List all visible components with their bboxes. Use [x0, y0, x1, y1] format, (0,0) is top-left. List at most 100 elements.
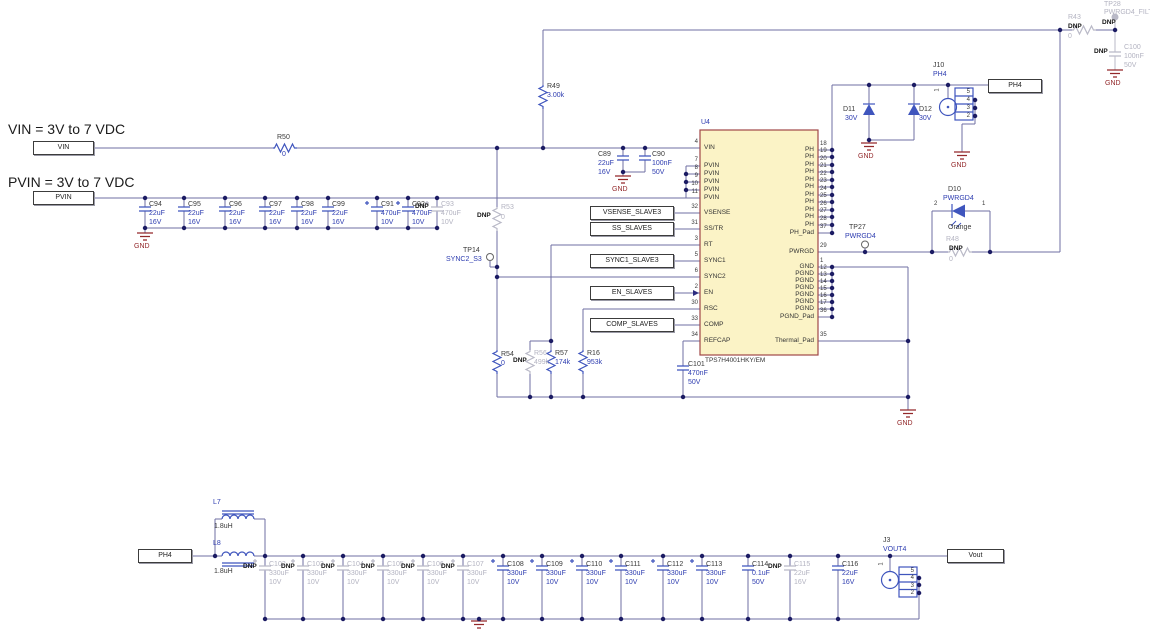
pin-name: PGND — [795, 284, 814, 291]
val-C90: 100nF — [652, 160, 672, 167]
volt-C104: 10V — [347, 579, 360, 586]
port-en-slaves: EN_SLAVES — [590, 286, 674, 300]
dnp-TP28: DNP — [1102, 19, 1116, 26]
val-C114: 0.1uF — [752, 570, 770, 577]
pin-name: RT — [704, 241, 713, 248]
pin-name: GND — [799, 263, 814, 270]
val-C91: 470uF — [381, 210, 401, 217]
net-flag-vin: VIN — [33, 141, 94, 155]
volt-C114: 50V — [752, 579, 765, 586]
pin-num: 9 — [694, 173, 698, 179]
gnd-label: GND — [612, 186, 628, 193]
val-C93: 470uF — [441, 210, 461, 217]
dnp-symbols — [252, 25, 1122, 571]
pin-num: 23 — [820, 178, 827, 184]
volt-C97: 16V — [269, 219, 282, 226]
ref-L8: L8 — [213, 540, 221, 547]
pin-name: PGND — [795, 305, 814, 312]
val-C98: 22uF — [301, 210, 317, 217]
ref-C99: C99 — [332, 201, 345, 208]
volt-C91: 10V — [381, 219, 394, 226]
ref-TP28: TP28 — [1104, 1, 1121, 8]
volt-C90: 50V — [652, 169, 665, 176]
pin-J3-5: 5 — [910, 568, 914, 574]
pin-num: 37 — [820, 224, 827, 230]
net-TP28: PWRGD4_FILT — [1104, 9, 1150, 16]
resistor-R56-symbol — [525, 349, 535, 375]
pin-num: 7 — [694, 157, 698, 163]
port-sync1-slave3: SYNC1_SLAVE3 — [590, 254, 674, 268]
ref-C112: C112 — [667, 561, 684, 568]
val-C111: 330uF — [625, 570, 645, 577]
volt-C110: 10V — [586, 579, 599, 586]
pin-J10-2: 2 — [966, 113, 970, 119]
pin-num: 24 — [820, 186, 827, 192]
val-R56: 499k — [534, 359, 550, 366]
val-R57: 174k — [555, 359, 571, 366]
val-C92: 470uF — [412, 210, 432, 217]
pin-J3-4: 4 — [910, 575, 914, 581]
pin-name: PGND_Pad — [780, 313, 814, 320]
pin-num: 16 — [820, 293, 827, 299]
resistor-R54-symbol — [492, 349, 502, 375]
pin-name: PH — [804, 198, 814, 205]
dnp-C104: DNP — [321, 563, 335, 570]
ref-R57: R57 — [555, 350, 568, 357]
pin-num: 27 — [820, 208, 827, 214]
pin-num: 1 — [820, 258, 824, 264]
ref-J10: J10 — [933, 62, 945, 69]
testpoint-TP14-icon — [486, 253, 494, 261]
volt-C116: 16V — [842, 579, 855, 586]
pin-num: 22 — [820, 171, 827, 177]
ref-C103: C103 — [307, 561, 324, 568]
pin-name: PGND — [795, 298, 814, 305]
ref-C102: C102 — [269, 561, 286, 568]
pin-num: 5 — [694, 252, 698, 258]
val-C105: 330uF — [387, 570, 407, 577]
pin-name: SYNC2 — [704, 273, 726, 280]
pin-num: 4 — [694, 139, 698, 145]
dnp-C115: DNP — [768, 563, 782, 570]
ref-C95: C95 — [188, 201, 201, 208]
pin-name: PH — [804, 176, 814, 183]
volt-C107: 10V — [467, 579, 480, 586]
ref-C96: C96 — [229, 201, 242, 208]
pin-num: 3 — [694, 236, 698, 242]
testpoint-symbols — [486, 13, 1119, 261]
net-J3: VOUT4 — [883, 546, 907, 553]
val-C106: 330uF — [427, 570, 447, 577]
ref-R50: R50 — [277, 134, 290, 141]
net-D10: PWRGD4 — [943, 195, 974, 202]
part-U4: TPS7H4001HKY/EM — [705, 357, 766, 364]
pin-num: 28 — [820, 216, 827, 222]
val-C95: 22uF — [188, 210, 204, 217]
wire-layer — [92, 29, 1115, 621]
volt-C99: 16V — [332, 219, 345, 226]
ref-C110: C110 — [586, 561, 603, 568]
pin-num: 18 — [820, 141, 827, 147]
volt-C96: 16V — [229, 219, 242, 226]
pin-name: PH — [804, 191, 814, 198]
gnd-label: GND — [897, 420, 913, 427]
port-comp-slaves: COMP_SLAVES — [590, 318, 674, 332]
pin-num: 25 — [820, 193, 827, 199]
ref-R49: R49 — [547, 83, 560, 90]
volt-C89: 16V — [598, 169, 611, 176]
ref-R16: R16 — [587, 350, 600, 357]
net-flag-pvin: PVIN — [33, 191, 94, 205]
gnd-label: GND — [951, 162, 967, 169]
pin-num: 29 — [820, 243, 827, 249]
pin-num: 31 — [691, 220, 698, 226]
pin-name: RSC — [704, 305, 718, 312]
volt-C111: 10V — [625, 579, 638, 586]
val-C96: 22uF — [229, 210, 245, 217]
volt-C106: 10V — [427, 579, 440, 586]
val-C104: 330uF — [347, 570, 367, 577]
volt-C115: 16V — [794, 579, 807, 586]
volt-C94: 16V — [149, 219, 162, 226]
pin-num: 19 — [820, 148, 827, 154]
net-flag-vout: Vout — [947, 549, 1004, 563]
pin-name: PVIN — [704, 186, 720, 193]
pin-num: 32 — [691, 204, 698, 210]
